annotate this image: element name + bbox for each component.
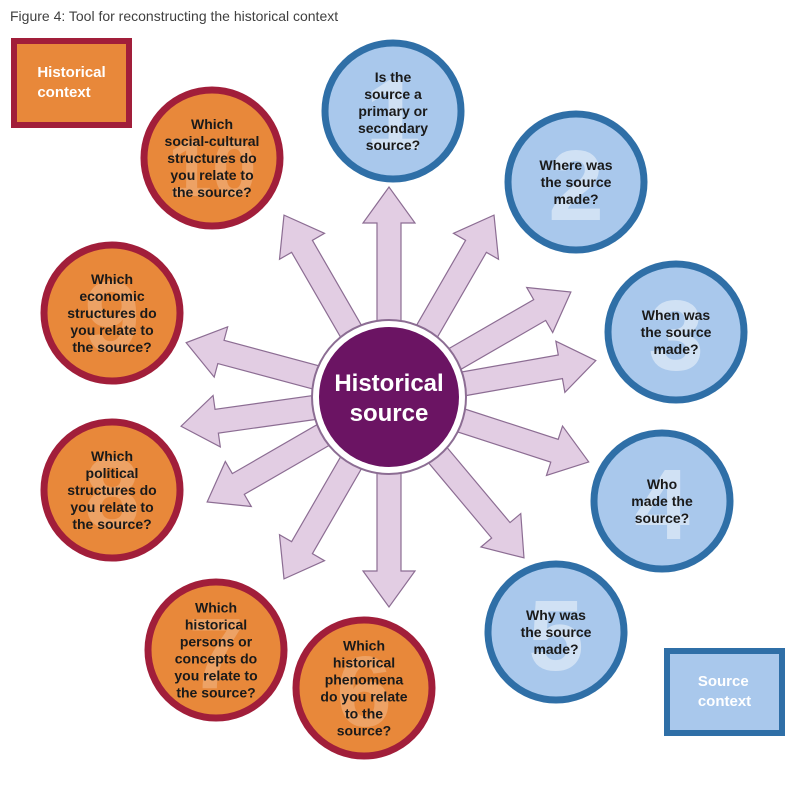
question-text-2-line-3: made?: [553, 191, 598, 207]
center-label-line-2: source: [350, 400, 429, 427]
question-text-5-line-2: the source: [521, 624, 592, 640]
question-number-9: 9: [84, 261, 140, 373]
historical-context-box: Historical context: [11, 38, 132, 128]
arrow-5: [441, 403, 590, 477]
question-text-7-line-5: you relate to: [174, 668, 257, 684]
question-text-9-line-3: structures do: [67, 305, 156, 321]
question-number-3: 3: [648, 280, 704, 392]
question-text-7-line-1: Which: [195, 600, 237, 616]
question-text-10-line-1: Which: [191, 116, 233, 132]
question-text-3-line-3: made?: [653, 341, 698, 357]
question-number-5: 5: [528, 580, 584, 692]
source-context-box: Source context: [664, 648, 785, 736]
question-text-6-line-6: source?: [337, 723, 391, 739]
arrow-3: [434, 286, 572, 379]
question-text-5-line-1: Why was: [526, 607, 586, 623]
question-number-8: 8: [84, 438, 140, 550]
question-text-6-line-5: to the: [345, 706, 383, 722]
question-number-6: 6: [336, 636, 392, 748]
arrow-10: [180, 392, 332, 449]
center-group: Historical source: [311, 319, 467, 475]
question-text-3-line-1: When was: [642, 307, 711, 323]
question-circle-shape-9: [40, 241, 184, 385]
arrow-4: [445, 340, 597, 400]
question-circle-shape-10: [140, 86, 284, 230]
center-label-line-1: Historical: [334, 370, 443, 397]
question-text-1-line-2: source a: [364, 86, 422, 102]
question-text-1-line-4: secondary: [358, 120, 428, 136]
question-circle-shape-5: [484, 560, 628, 704]
question-text-9-line-4: you relate to: [70, 322, 153, 338]
question-text-6-line-3: phenomena: [325, 672, 404, 688]
question-text-7-line-4: concepts do: [175, 651, 257, 667]
question-text-1-line-5: source?: [366, 137, 420, 153]
question-circle-shape-2: [504, 110, 648, 254]
question-text-5-line-3: made?: [533, 641, 578, 657]
historical-context-label: Historical context: [37, 64, 106, 101]
arrow-1: [361, 185, 417, 338]
question-text-3-line-2: the source: [641, 324, 712, 340]
question-text-1-line-3: primary or: [358, 103, 428, 119]
question-text-4-line-3: source?: [635, 510, 689, 526]
arrows-group: [180, 185, 597, 609]
question-text-8-line-1: Which: [91, 448, 133, 464]
question-text-8-line-4: you relate to: [70, 499, 153, 515]
figure-caption: Figure 4: Tool for reconstructing the hi…: [10, 8, 339, 24]
question-text-10-line-3: structures do: [167, 150, 256, 166]
question-circle-shape-3: [604, 260, 748, 404]
question-text-7-line-2: historical: [185, 617, 247, 633]
question-text-9-line-2: economic: [79, 288, 145, 304]
arrow-7: [361, 456, 417, 609]
question-circle-shape-4: [590, 429, 734, 573]
question-circle-shape-1: [321, 39, 465, 183]
historical-source-circle: [319, 327, 459, 467]
question-text-9-line-1: Which: [91, 271, 133, 287]
question-number-7: 7: [188, 598, 244, 710]
arrow-2: [407, 214, 500, 352]
question-number-1: 1: [365, 59, 421, 171]
question-text-10-line-4: you relate to: [170, 167, 253, 183]
question-text-10-line-2: social-cultural: [165, 133, 260, 149]
question-text-1-line-1: Is the: [375, 69, 412, 85]
arrow-12: [278, 214, 371, 352]
question-circle-shape-6: [292, 616, 436, 760]
question-text-4-line-2: made the: [631, 493, 693, 509]
arrow-8: [278, 442, 371, 580]
question-text-6-line-4: do you relate: [320, 689, 407, 705]
question-text-7-line-6: the source?: [176, 685, 255, 701]
question-text-6-line-2: historical: [333, 655, 395, 671]
arrow-11: [185, 325, 335, 394]
arrow-9: [206, 415, 344, 508]
question-number-4: 4: [634, 449, 690, 561]
arrow-6: [417, 434, 525, 559]
question-circle-shape-7: [144, 578, 288, 722]
question-text-8-line-3: structures do: [67, 482, 156, 498]
question-text-7-line-3: persons or: [180, 634, 253, 650]
source-context-label: Source context: [697, 673, 752, 710]
question-text-2-line-2: the source: [541, 174, 612, 190]
question-text-8-line-2: political: [86, 465, 139, 481]
question-text-8-line-5: the source?: [72, 516, 151, 532]
question-number-2: 2: [548, 130, 604, 242]
question-text-9-line-5: the source?: [72, 339, 151, 355]
question-text-2-line-1: Where was: [539, 157, 612, 173]
question-number-10: 10: [168, 124, 257, 213]
question-text-10-line-5: the source?: [172, 184, 251, 200]
question-text-4-line-1: Who: [647, 476, 677, 492]
question-circle-shape-8: [40, 418, 184, 562]
question-text-6-line-1: Which: [343, 638, 385, 654]
